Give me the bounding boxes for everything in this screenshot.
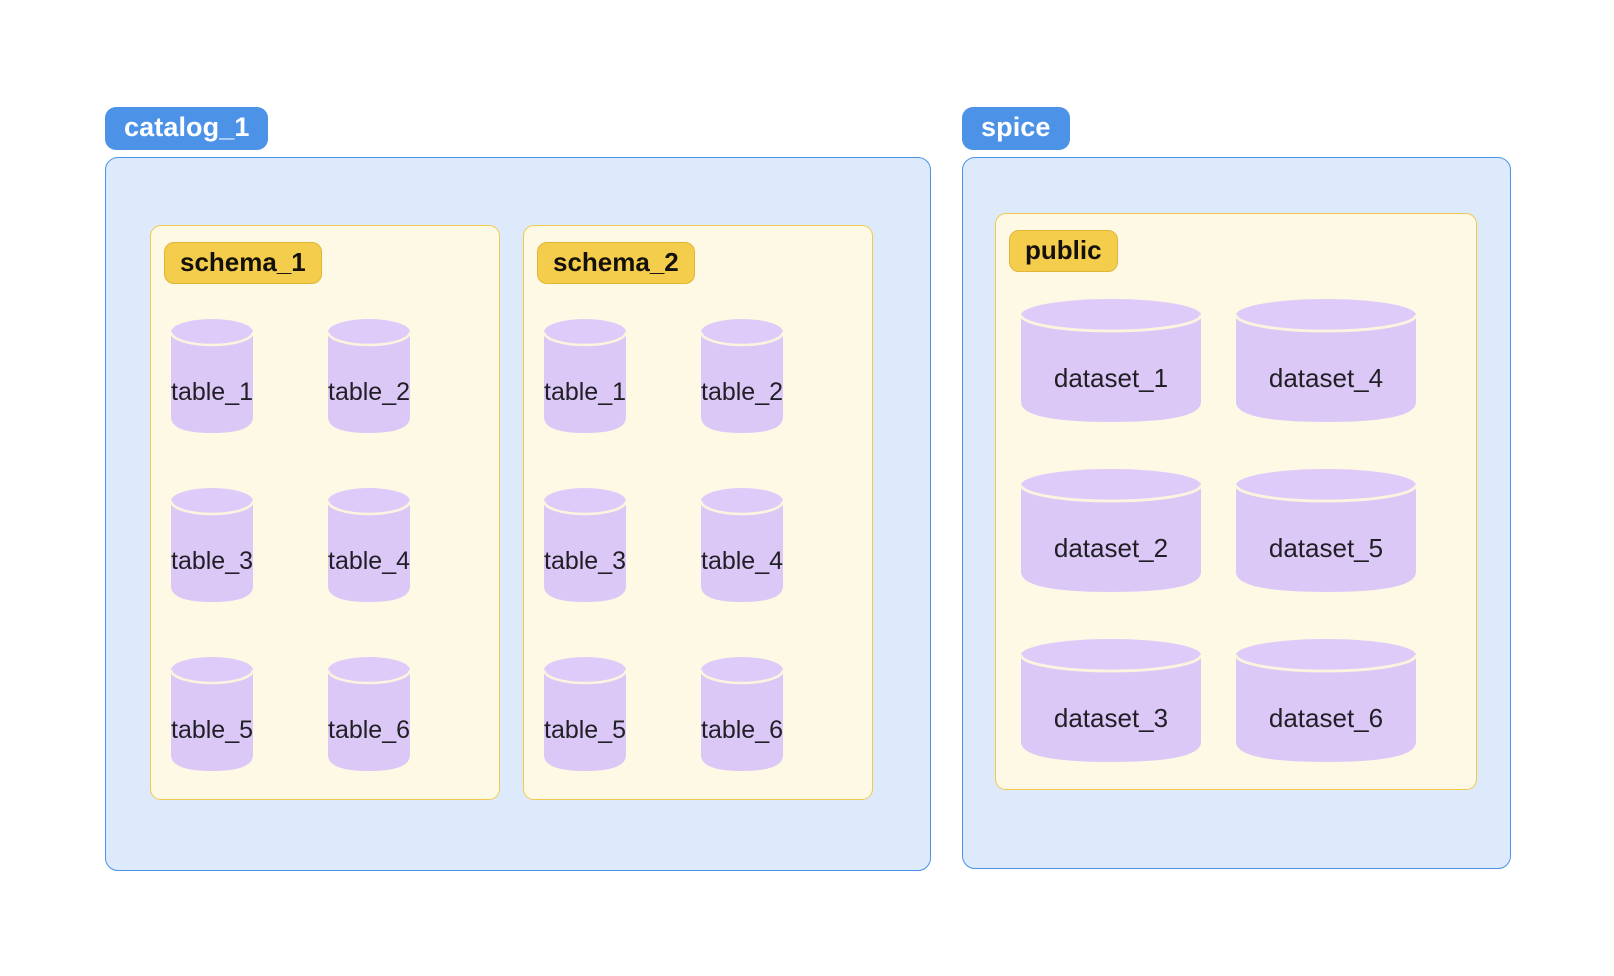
database-cylinder-icon [542,488,628,602]
dataset-cylinder[interactable]: dataset_4 [1234,298,1418,422]
schema-box-schema_1: schema_1 table_1 table_2 [150,225,500,800]
table-cylinder[interactable]: table_1 [542,318,628,433]
table-cylinder[interactable]: table_3 [542,487,628,602]
database-cylinder-icon [699,657,785,771]
dataset-cylinder[interactable]: dataset_1 [1019,298,1203,422]
database-cylinder-icon [1234,639,1418,762]
table-cylinder[interactable]: table_6 [326,656,412,771]
table-cylinder[interactable]: table_4 [326,487,412,602]
table-cylinder[interactable]: table_2 [699,318,785,433]
database-cylinder-icon [1019,299,1203,422]
database-cylinder-icon [699,488,785,602]
database-cylinder-icon [169,488,255,602]
schema-badge-schema_1[interactable]: schema_1 [164,242,322,284]
database-cylinder-icon [169,657,255,771]
dataset-cylinder[interactable]: dataset_6 [1234,638,1418,762]
database-cylinder-icon [326,657,412,771]
table-cylinder[interactable]: table_5 [542,656,628,771]
table-cylinder[interactable]: table_3 [169,487,255,602]
database-cylinder-icon [1019,639,1203,762]
table-cylinder[interactable]: table_5 [169,656,255,771]
dataset-cylinder[interactable]: dataset_2 [1019,468,1203,592]
schema-badge-public[interactable]: public [1009,230,1118,272]
catalog-badge-spice[interactable]: spice [962,107,1070,150]
database-cylinder-icon [699,319,785,433]
schema-badge-schema_2[interactable]: schema_2 [537,242,695,284]
dataset-cylinder[interactable]: dataset_5 [1234,468,1418,592]
table-cylinder[interactable]: table_1 [169,318,255,433]
database-cylinder-icon [326,488,412,602]
database-cylinder-icon [326,319,412,433]
table-cylinder[interactable]: table_2 [326,318,412,433]
catalog-badge-catalog_1[interactable]: catalog_1 [105,107,269,150]
database-cylinder-icon [1019,469,1203,592]
table-cylinder[interactable]: table_6 [699,656,785,771]
schema-box-public: public dataset_1 dataset_4 [995,213,1477,790]
dataset-cylinder[interactable]: dataset_3 [1019,638,1203,762]
catalog-group-catalog_1: catalog_1 schema_1 table_1 tab [105,107,931,871]
database-cylinder-icon [542,319,628,433]
database-cylinder-icon [542,657,628,771]
catalog-group-spice: spice public dataset_1 dataset [962,107,1511,869]
table-cylinder[interactable]: table_4 [699,487,785,602]
database-cylinder-icon [1234,469,1418,592]
database-cylinder-icon [1234,299,1418,422]
schema-box-schema_2: schema_2 table_1 table_2 [523,225,873,800]
database-cylinder-icon [169,319,255,433]
